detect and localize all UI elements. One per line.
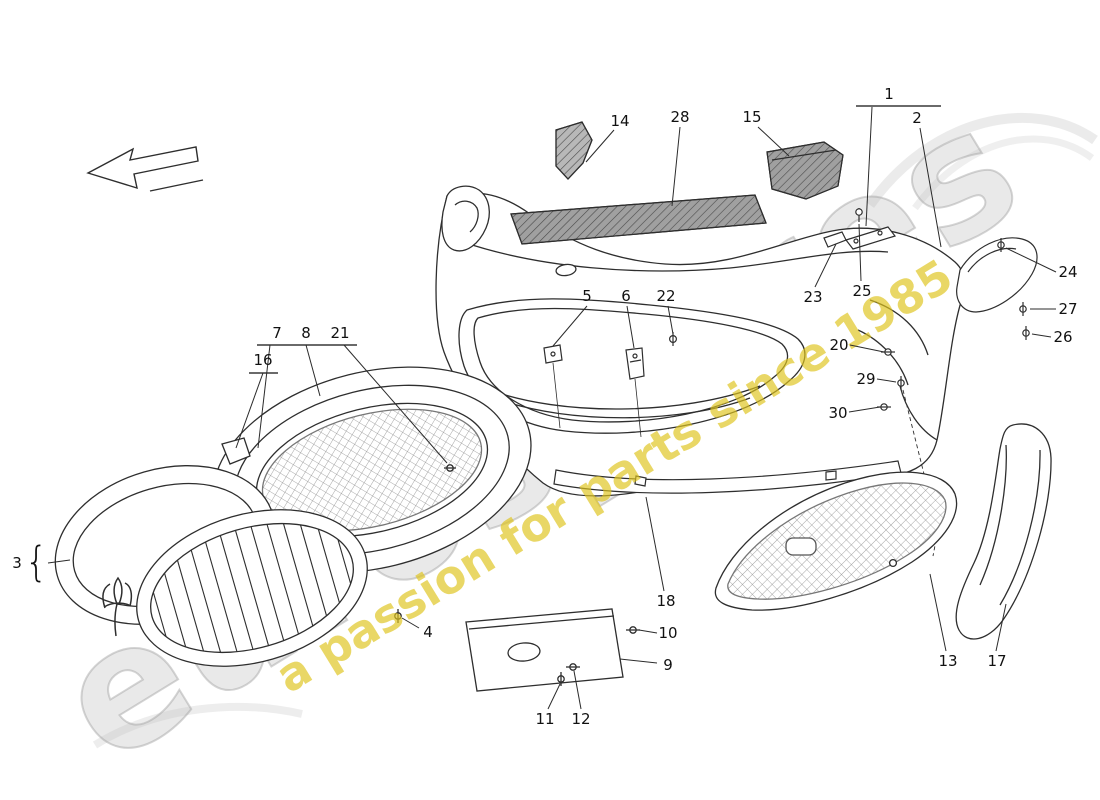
callout-24: 24 — [1058, 263, 1078, 281]
callout-8: 8 — [301, 324, 311, 342]
lower-plate-drawing — [466, 609, 640, 691]
leader-line-12 — [573, 670, 582, 710]
callout-29: 29 — [856, 370, 876, 388]
leader-line-29 — [876, 378, 897, 383]
callout-17: 17 — [987, 652, 1007, 670]
foam-pad-15-drawing — [767, 142, 843, 199]
leader-line-15 — [757, 126, 790, 157]
leader-line-26 — [1031, 333, 1052, 338]
callout-23: 23 — [803, 288, 823, 306]
leader-line-30 — [848, 406, 881, 413]
callout-21: 21 — [330, 324, 350, 342]
leader-line-28 — [671, 126, 681, 207]
callout-13: 13 — [938, 652, 958, 670]
bumper-fasteners-drawing — [877, 349, 938, 556]
front-spoiler-strip-drawing — [554, 461, 901, 493]
callout-12: 12 — [571, 710, 591, 728]
trident-emblem-icon — [103, 578, 131, 636]
grille-surround-drawing — [191, 336, 553, 605]
leader-line-11 — [547, 683, 561, 710]
watermark-tagline: a passion for parts since 1985 — [266, 249, 962, 704]
callout-2: 2 — [912, 109, 922, 127]
callout-brace: { — [24, 538, 48, 586]
watermark-logo: eurospares — [25, 67, 1095, 800]
leader-line-20 — [849, 344, 885, 353]
callout-9: 9 — [663, 656, 673, 674]
leader-line-21 — [343, 344, 448, 464]
callout-15: 15 — [742, 108, 762, 126]
callout-7: 7 — [272, 324, 282, 342]
leader-line-14 — [585, 129, 615, 163]
leader-line-17 — [995, 603, 1007, 652]
mesh-duct-13-drawing — [715, 472, 956, 610]
callout-30: 30 — [828, 404, 848, 422]
leader-line-4 — [401, 617, 420, 629]
callout-16: 16 — [253, 351, 273, 369]
callout-27: 27 — [1058, 300, 1078, 318]
foam-pad-14-drawing — [556, 122, 592, 179]
callout-26: 26 — [1053, 328, 1073, 346]
side-bracket-right-drawing — [957, 238, 1037, 340]
duct-17-drawing — [956, 424, 1051, 639]
callout-4: 4 — [423, 623, 433, 641]
callout-22: 22 — [656, 287, 676, 305]
bumper-skin-drawing — [436, 186, 965, 496]
intake-brackets-drawing — [544, 332, 676, 379]
leader-line-1 — [865, 106, 873, 227]
callout-20: 20 — [829, 336, 849, 354]
callout-28: 28 — [670, 108, 690, 126]
leader-line-6 — [626, 305, 635, 349]
grille-drawing — [36, 441, 401, 692]
leader-line-13 — [929, 573, 947, 652]
callout-14: 14 — [610, 112, 630, 130]
callout-18: 18 — [656, 592, 676, 610]
leader-line-24 — [1005, 247, 1057, 273]
foam-strip-28-drawing — [511, 195, 766, 244]
watermark-brand: eurospares — [26, 68, 1051, 800]
leader-line-7 — [257, 344, 271, 449]
leader-line-9 — [619, 658, 658, 664]
direction-arrow-icon — [88, 147, 203, 191]
leader-line-2 — [919, 127, 942, 248]
leader-line-8 — [305, 344, 321, 397]
callout-3: 3{ — [12, 538, 48, 586]
callout-25: 25 — [852, 282, 872, 300]
callout-11: 11 — [535, 710, 555, 728]
callout-6: 6 — [621, 287, 631, 305]
callout-5: 5 — [582, 287, 592, 305]
leader-line-22 — [667, 305, 674, 335]
leader-line-23 — [814, 243, 837, 288]
callout-10: 10 — [658, 624, 678, 642]
callout-1: 1 — [884, 85, 894, 103]
leader-line-25 — [858, 223, 862, 282]
leader-line-10 — [638, 629, 658, 634]
leader-line-5 — [552, 305, 588, 347]
leader-line-18 — [645, 496, 665, 592]
leader-line-3 — [47, 559, 71, 564]
bracket-1-drawing — [824, 208, 895, 249]
leader-line-16 — [235, 372, 264, 449]
